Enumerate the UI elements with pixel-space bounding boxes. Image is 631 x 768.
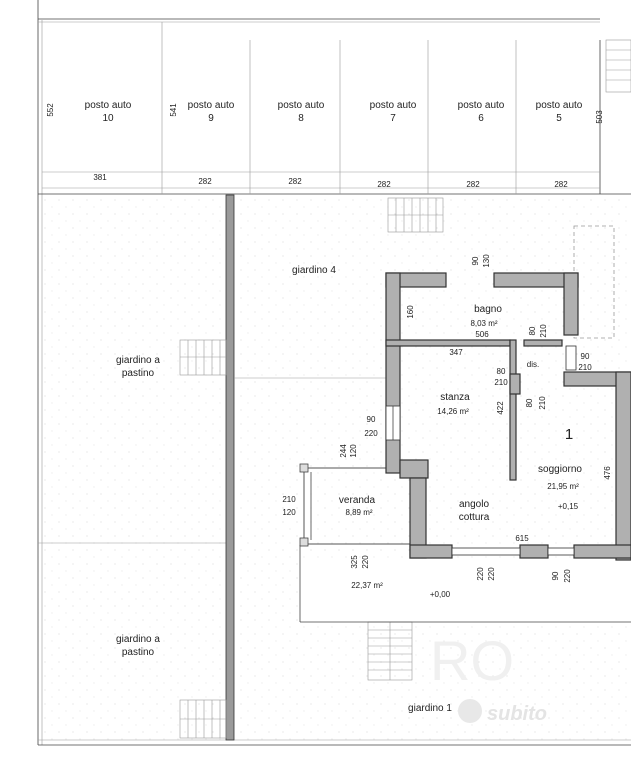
pastino-top-line2: pastino bbox=[122, 368, 155, 379]
parking-label: posto auto bbox=[278, 100, 325, 111]
dim-veranda-244: 244 bbox=[339, 444, 348, 458]
parking-label: posto auto bbox=[536, 100, 583, 111]
dim-veranda-325: 325 bbox=[350, 555, 359, 569]
stanza-area: 14,26 m² bbox=[437, 407, 469, 416]
terrace-area bbox=[300, 560, 631, 622]
parking-label: posto auto bbox=[85, 100, 132, 111]
bagno-name: bagno bbox=[474, 304, 502, 315]
dim-door80b: 80 bbox=[497, 367, 506, 376]
pastino-bottom-line1: giardino a bbox=[116, 634, 160, 645]
parking-stall-9: posto auto 9 282 541 bbox=[169, 100, 235, 186]
parking-width: 282 bbox=[554, 180, 568, 189]
dim-door80c-210: 210 bbox=[538, 396, 547, 410]
dim-sogg-90: 90 bbox=[551, 571, 560, 580]
parking-stall-7: posto auto 7 282 bbox=[370, 100, 417, 189]
parking-number: 9 bbox=[208, 113, 214, 124]
stairs-garden1 bbox=[367, 621, 413, 681]
dim-window90: 90 bbox=[581, 352, 590, 361]
dim-bagno-506: 506 bbox=[475, 330, 489, 339]
cottura-line1: angolo bbox=[459, 499, 489, 510]
parking-depth: 541 bbox=[169, 103, 178, 117]
dim-stanza-347: 347 bbox=[449, 348, 463, 357]
dim-stanza-window90: 90 bbox=[367, 415, 376, 424]
parking-stall-10: posto auto 10 381 552 bbox=[46, 100, 132, 182]
parking-label: posto auto bbox=[188, 100, 235, 111]
bagno-area: 8,03 m² bbox=[470, 319, 497, 328]
dim-bagno-door-130: 130 bbox=[482, 254, 491, 268]
terrace-outline bbox=[299, 545, 631, 623]
dim-bagno-160: 160 bbox=[406, 305, 415, 319]
dim-kitchen-220b: 220 bbox=[487, 567, 496, 581]
stanza-name: stanza bbox=[440, 392, 470, 403]
pastino-top-line1: giardino a bbox=[116, 355, 160, 366]
stairs-garden4 bbox=[387, 197, 444, 233]
site-boundary bbox=[37, 0, 631, 746]
parking-number: 10 bbox=[102, 113, 114, 124]
parking-stall-8: posto auto 8 282 bbox=[278, 100, 325, 186]
dim-soggiorno-476: 476 bbox=[603, 466, 612, 480]
dim-door80b-210: 210 bbox=[494, 378, 508, 387]
dim-veranda-120: 120 bbox=[349, 444, 358, 458]
dim-kitchen-220a: 220 bbox=[476, 567, 485, 581]
cottura-line2: cottura bbox=[459, 512, 490, 523]
parking-depth: 552 bbox=[46, 103, 55, 117]
veranda-area: 8,89 m² bbox=[345, 508, 372, 517]
soggiorno-name: soggiorno bbox=[538, 464, 582, 475]
watermark-overlay: RO bbox=[430, 629, 514, 692]
parking-label: posto auto bbox=[370, 100, 417, 111]
dim-veranda-220: 220 bbox=[361, 555, 370, 569]
parking-number: 7 bbox=[390, 113, 396, 124]
parking-number: 8 bbox=[298, 113, 304, 124]
dim-veranda-210: 210 bbox=[282, 495, 296, 504]
parking-depth: 503 bbox=[595, 110, 604, 124]
stairs-parking bbox=[605, 39, 631, 93]
parking-stall-5: posto auto 5 282 503 bbox=[536, 100, 604, 189]
dim-sogg-220: 220 bbox=[563, 569, 572, 583]
parking-width: 282 bbox=[377, 180, 391, 189]
parking-width: 282 bbox=[198, 177, 212, 186]
dim-stanza-422: 422 bbox=[496, 401, 505, 415]
parking-number: 6 bbox=[478, 113, 484, 124]
parking-stall-6: posto auto 6 282 bbox=[458, 100, 505, 189]
garden1-label: giardino 1 bbox=[408, 703, 452, 714]
parking-number: 5 bbox=[556, 113, 562, 124]
soggiorno-area: 21,95 m² bbox=[547, 482, 579, 491]
garden4-label: giardino 4 bbox=[292, 265, 336, 276]
parking-label: posto auto bbox=[458, 100, 505, 111]
terrace-level: +0,00 bbox=[430, 590, 451, 599]
dis-label: dis. bbox=[527, 360, 539, 369]
soggiorno-level: +0,15 bbox=[558, 502, 579, 511]
dim-window90-210: 210 bbox=[578, 363, 592, 372]
parking-width: 381 bbox=[93, 173, 107, 182]
garden-divider-wall bbox=[225, 194, 235, 741]
building-walls bbox=[385, 272, 631, 561]
unit-number: 1 bbox=[565, 426, 573, 443]
parking-width: 282 bbox=[288, 177, 302, 186]
stairs-pastino-bottom bbox=[179, 699, 227, 739]
parking-width: 282 bbox=[466, 180, 480, 189]
dim-bagno-door-90: 90 bbox=[471, 256, 480, 265]
dim-door80a-210: 210 bbox=[539, 324, 548, 338]
dim-door80c: 80 bbox=[525, 398, 534, 407]
dim-veranda-120b: 120 bbox=[282, 508, 296, 517]
pastino-bottom-line2: pastino bbox=[122, 647, 155, 658]
subito-logo: subito bbox=[458, 699, 547, 725]
watermark-logo: subito bbox=[487, 703, 547, 725]
parking-area bbox=[42, 22, 631, 194]
veranda-name: veranda bbox=[339, 495, 376, 506]
stairs-pastino-top bbox=[179, 339, 227, 376]
dim-kitchen-615: 615 bbox=[515, 534, 529, 543]
terrace-area-label: 22,37 m² bbox=[351, 581, 383, 590]
dim-stanza-window220: 220 bbox=[364, 429, 378, 438]
dim-door80a: 80 bbox=[528, 326, 537, 335]
